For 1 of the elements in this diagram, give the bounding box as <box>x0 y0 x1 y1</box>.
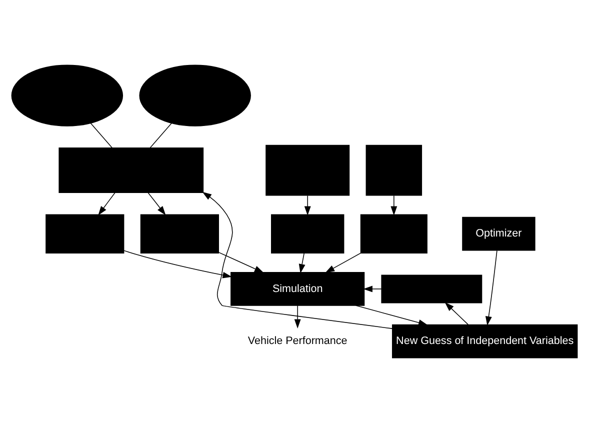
node-text: Vehicle Performance <box>248 335 348 348</box>
